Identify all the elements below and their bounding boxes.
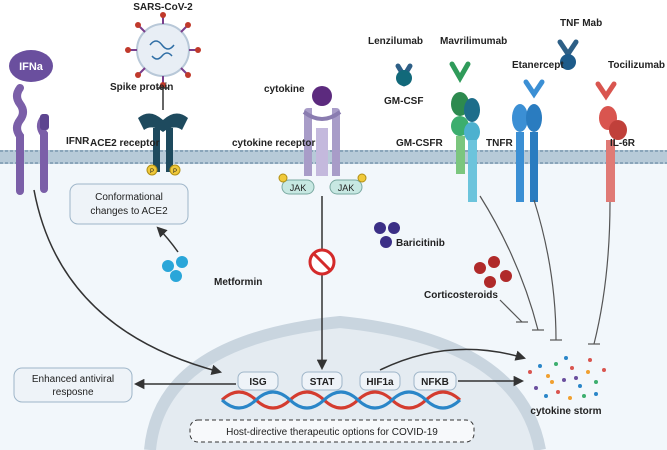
etanercept-label: Etanercept [512,60,564,71]
tnf-mab-antibody [557,39,579,70]
stat-label: STAT [310,377,335,388]
nucleus [144,315,546,450]
nfkb-label: NFKB [421,377,449,388]
sars-cov-2-label: SARS-CoV-2 [133,2,193,13]
footer-box: Host-directive therapeutic options for C… [189,419,475,443]
gmcsfr-label: GM-CSFR [396,138,443,149]
hif1a-storm-arrow [379,348,527,371]
baricitinib-label: Baricitinib [396,238,445,249]
cytokine-molecule [312,86,332,106]
gene-isg: ISG [237,371,279,391]
tnfr-label: TNFR [486,138,513,149]
isg-label: ISG [249,377,266,388]
ifnr-receptor [13,84,49,195]
ifna-molecule: IFNa [9,50,53,82]
jak-left: JAK [278,173,315,195]
cytokine-label: cytokine [264,84,305,95]
ace2-phospho-right: P [173,169,177,175]
gene-hif1a: HIF1a [359,371,401,391]
metformin-arrow [156,226,179,253]
inhibit-lines [479,195,611,345]
cytokine-receptor [302,108,342,176]
footer-label: Host-directive therapeutic options for C… [226,427,438,438]
hif1a-label: HIF1a [366,377,394,388]
ifna-label: IFNa [19,61,44,73]
corticosteroids-label: Corticosteroids [424,290,498,301]
corticosteroids-molecule [474,256,512,288]
gmcsfr-receptor [449,61,480,202]
tnf-mab-label: TNF Mab [560,18,602,29]
enhanced-antiviral-box: Enhanced antiviral resposne [13,367,133,403]
ifnr-label: IFNR [66,136,90,147]
conformational-changes-box: Conformational changes to ACE2 [69,183,189,225]
spike-inhibit-line [157,87,169,110]
spike-protein-label: Spike protein [110,82,173,93]
tocilizumab-antibody [595,81,617,101]
gmcsf-label: GM-CSF [384,96,423,107]
ifnr-isg-arrow [33,189,223,375]
sars-cov-2-virus [125,12,201,88]
baricitinib-molecule [374,222,400,248]
ace2-phospho-left: P [150,169,154,175]
ace2-receptor: P P [138,113,188,176]
il6r-label: IL-6R [610,138,636,149]
enhanced-line-2: resposne [52,387,94,398]
metformin-molecule [162,256,188,282]
gene-nfkb: NFKB [413,371,457,391]
lenzilumab-label: Lenzilumab [368,36,423,47]
cytokine-storm-label: cytokine storm [530,406,601,417]
conformational-line-2: changes to ACE2 [90,206,168,217]
il6r-receptor [599,106,627,202]
tnfr-receptor [512,104,542,202]
ace2-receptor-label: ACE2 receptor [90,138,160,149]
mavrilimumab-label: Mavrilimumab [440,36,507,47]
tocilizumab-label: Tocilizumab [608,60,665,71]
jak-right: JAK [329,173,367,195]
dna-helix [220,390,462,410]
cytokine-storm [528,356,606,400]
conformational-line-1: Conformational [95,192,163,203]
metformin-label: Metformin [214,277,262,288]
gene-stat: STAT [301,371,343,391]
etanercept-antibody [523,79,545,99]
inhibit-symbol [308,248,336,276]
enhanced-line-1: Enhanced antiviral [32,374,114,385]
jak-right-label: JAK [338,183,355,193]
cytokine-receptor-label: cytokine receptor [232,138,315,149]
lenzilumab-antibody [395,63,413,87]
jak-left-label: JAK [290,183,307,193]
